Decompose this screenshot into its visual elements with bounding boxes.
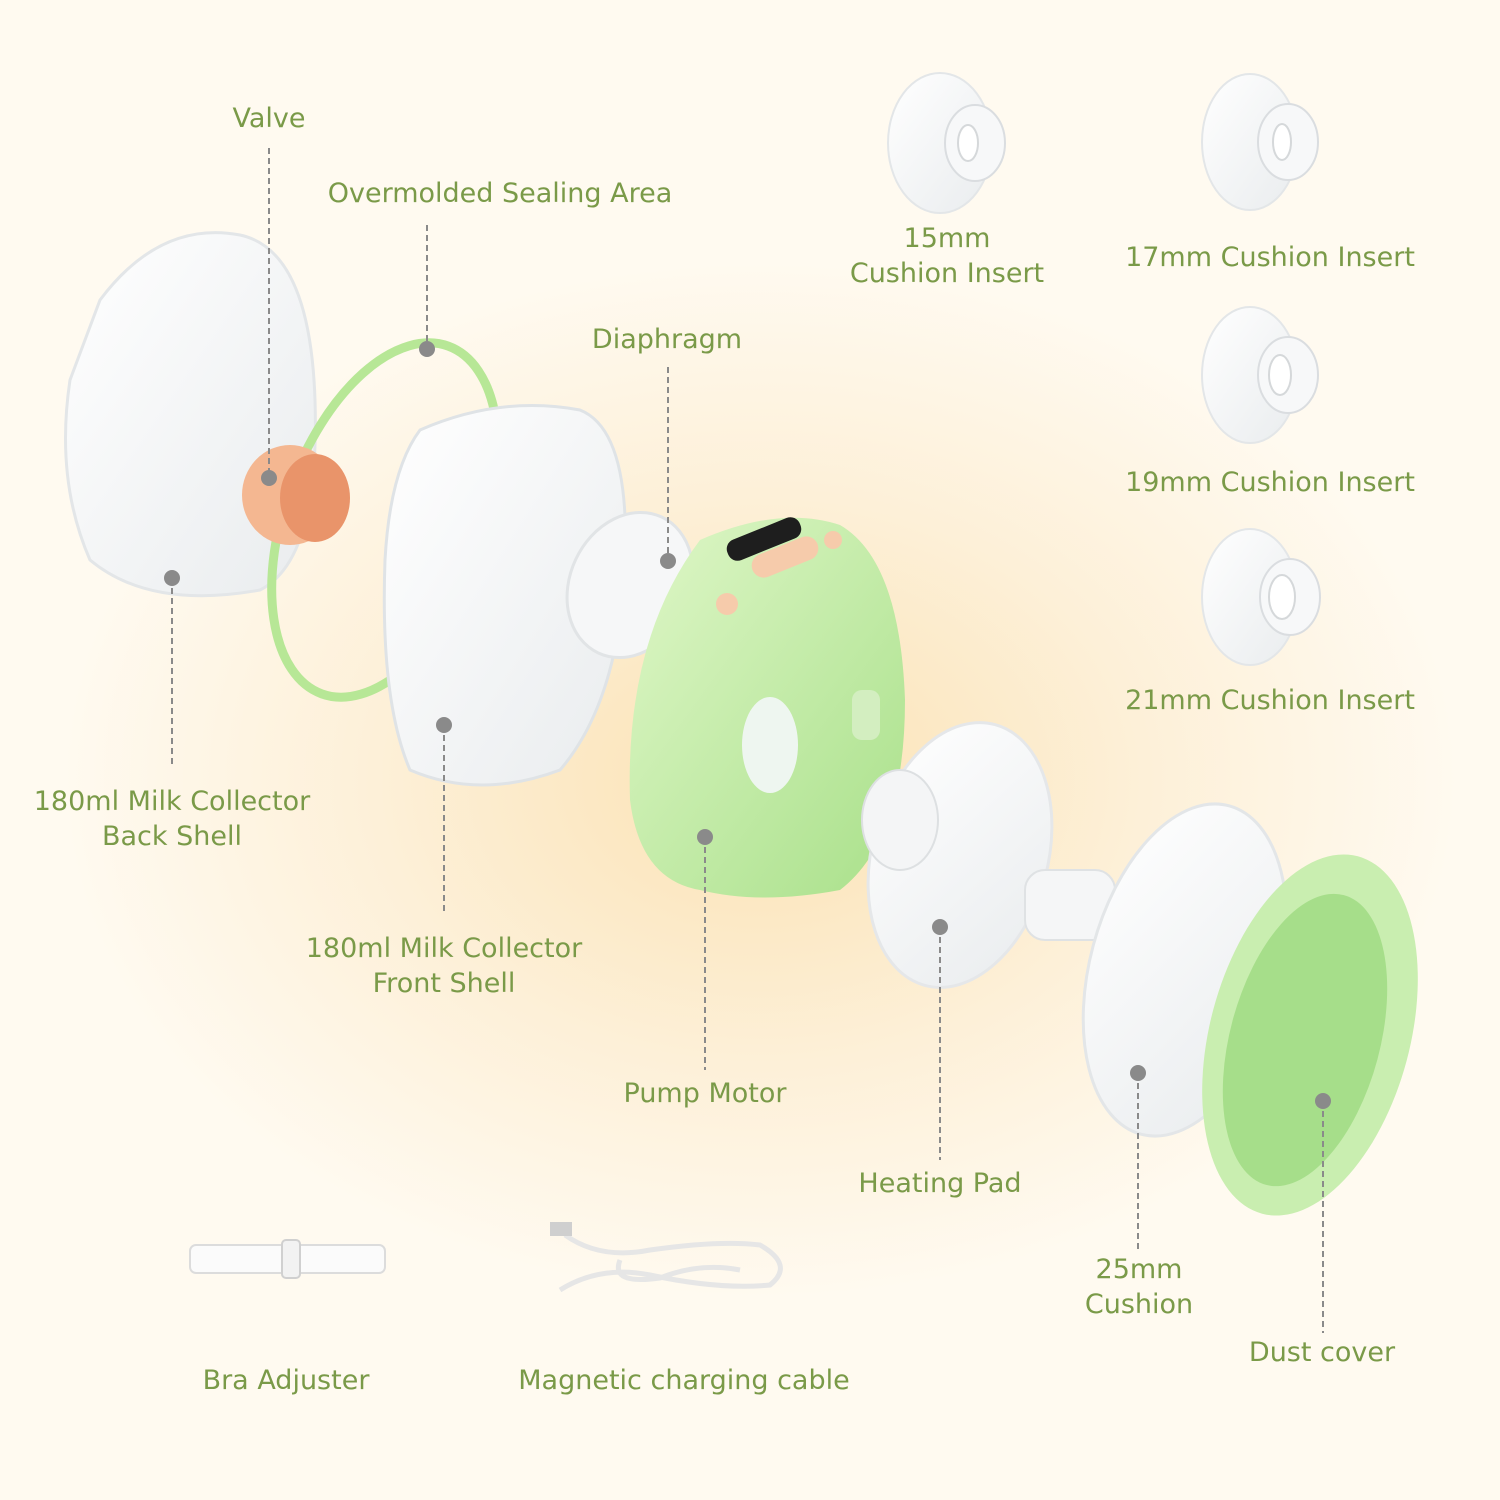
label-line: 25mm: [1095, 1254, 1183, 1285]
pump-motor: [629, 517, 905, 898]
label-17mm-cushion: 17mm Cushion Insert: [1125, 242, 1415, 273]
cushion-insert-15mm: [887, 72, 1006, 214]
charging-cable: [550, 1222, 783, 1293]
label-line: Cushion Insert: [849, 258, 1045, 289]
label-heating-pad: Heating Pad: [858, 1168, 1022, 1199]
label-line: Cushion: [1084, 1289, 1194, 1320]
heating-pad: [861, 721, 1054, 989]
label-pump-motor: Pump Motor: [623, 1078, 787, 1109]
label-line: 180ml Milk Collector: [305, 933, 583, 964]
label-sealing-area: Overmolded Sealing Area: [327, 178, 673, 209]
cushion-insert-17mm: [1201, 73, 1319, 211]
leader-lines: [171, 148, 1324, 1333]
front-shell: [382, 404, 627, 787]
label-dust-cover: Dust cover: [1248, 1337, 1396, 1368]
dust-cover: [1202, 854, 1418, 1216]
label-19mm-cushion: 19mm Cushion Insert: [1125, 467, 1415, 498]
label-21mm-cushion: 21mm Cushion Insert: [1125, 685, 1415, 716]
label-valve: Valve: [232, 103, 306, 134]
label-charging-cable: Magnetic charging cable: [518, 1365, 850, 1396]
label-line: 15mm: [903, 223, 991, 254]
label-diaphragm: Diaphragm: [591, 324, 743, 355]
label-line: 180ml Milk Collector: [33, 786, 311, 817]
label-bra-adjuster: Bra Adjuster: [202, 1365, 370, 1396]
valve: [242, 445, 350, 545]
cushion-insert-21mm: [1201, 528, 1321, 666]
label-line: Front Shell: [372, 968, 516, 999]
cushion-insert-19mm: [1201, 306, 1319, 444]
label-line: Back Shell: [101, 821, 242, 852]
leader-dots: [164, 341, 1331, 1109]
bra-adjuster: [189, 1239, 386, 1279]
